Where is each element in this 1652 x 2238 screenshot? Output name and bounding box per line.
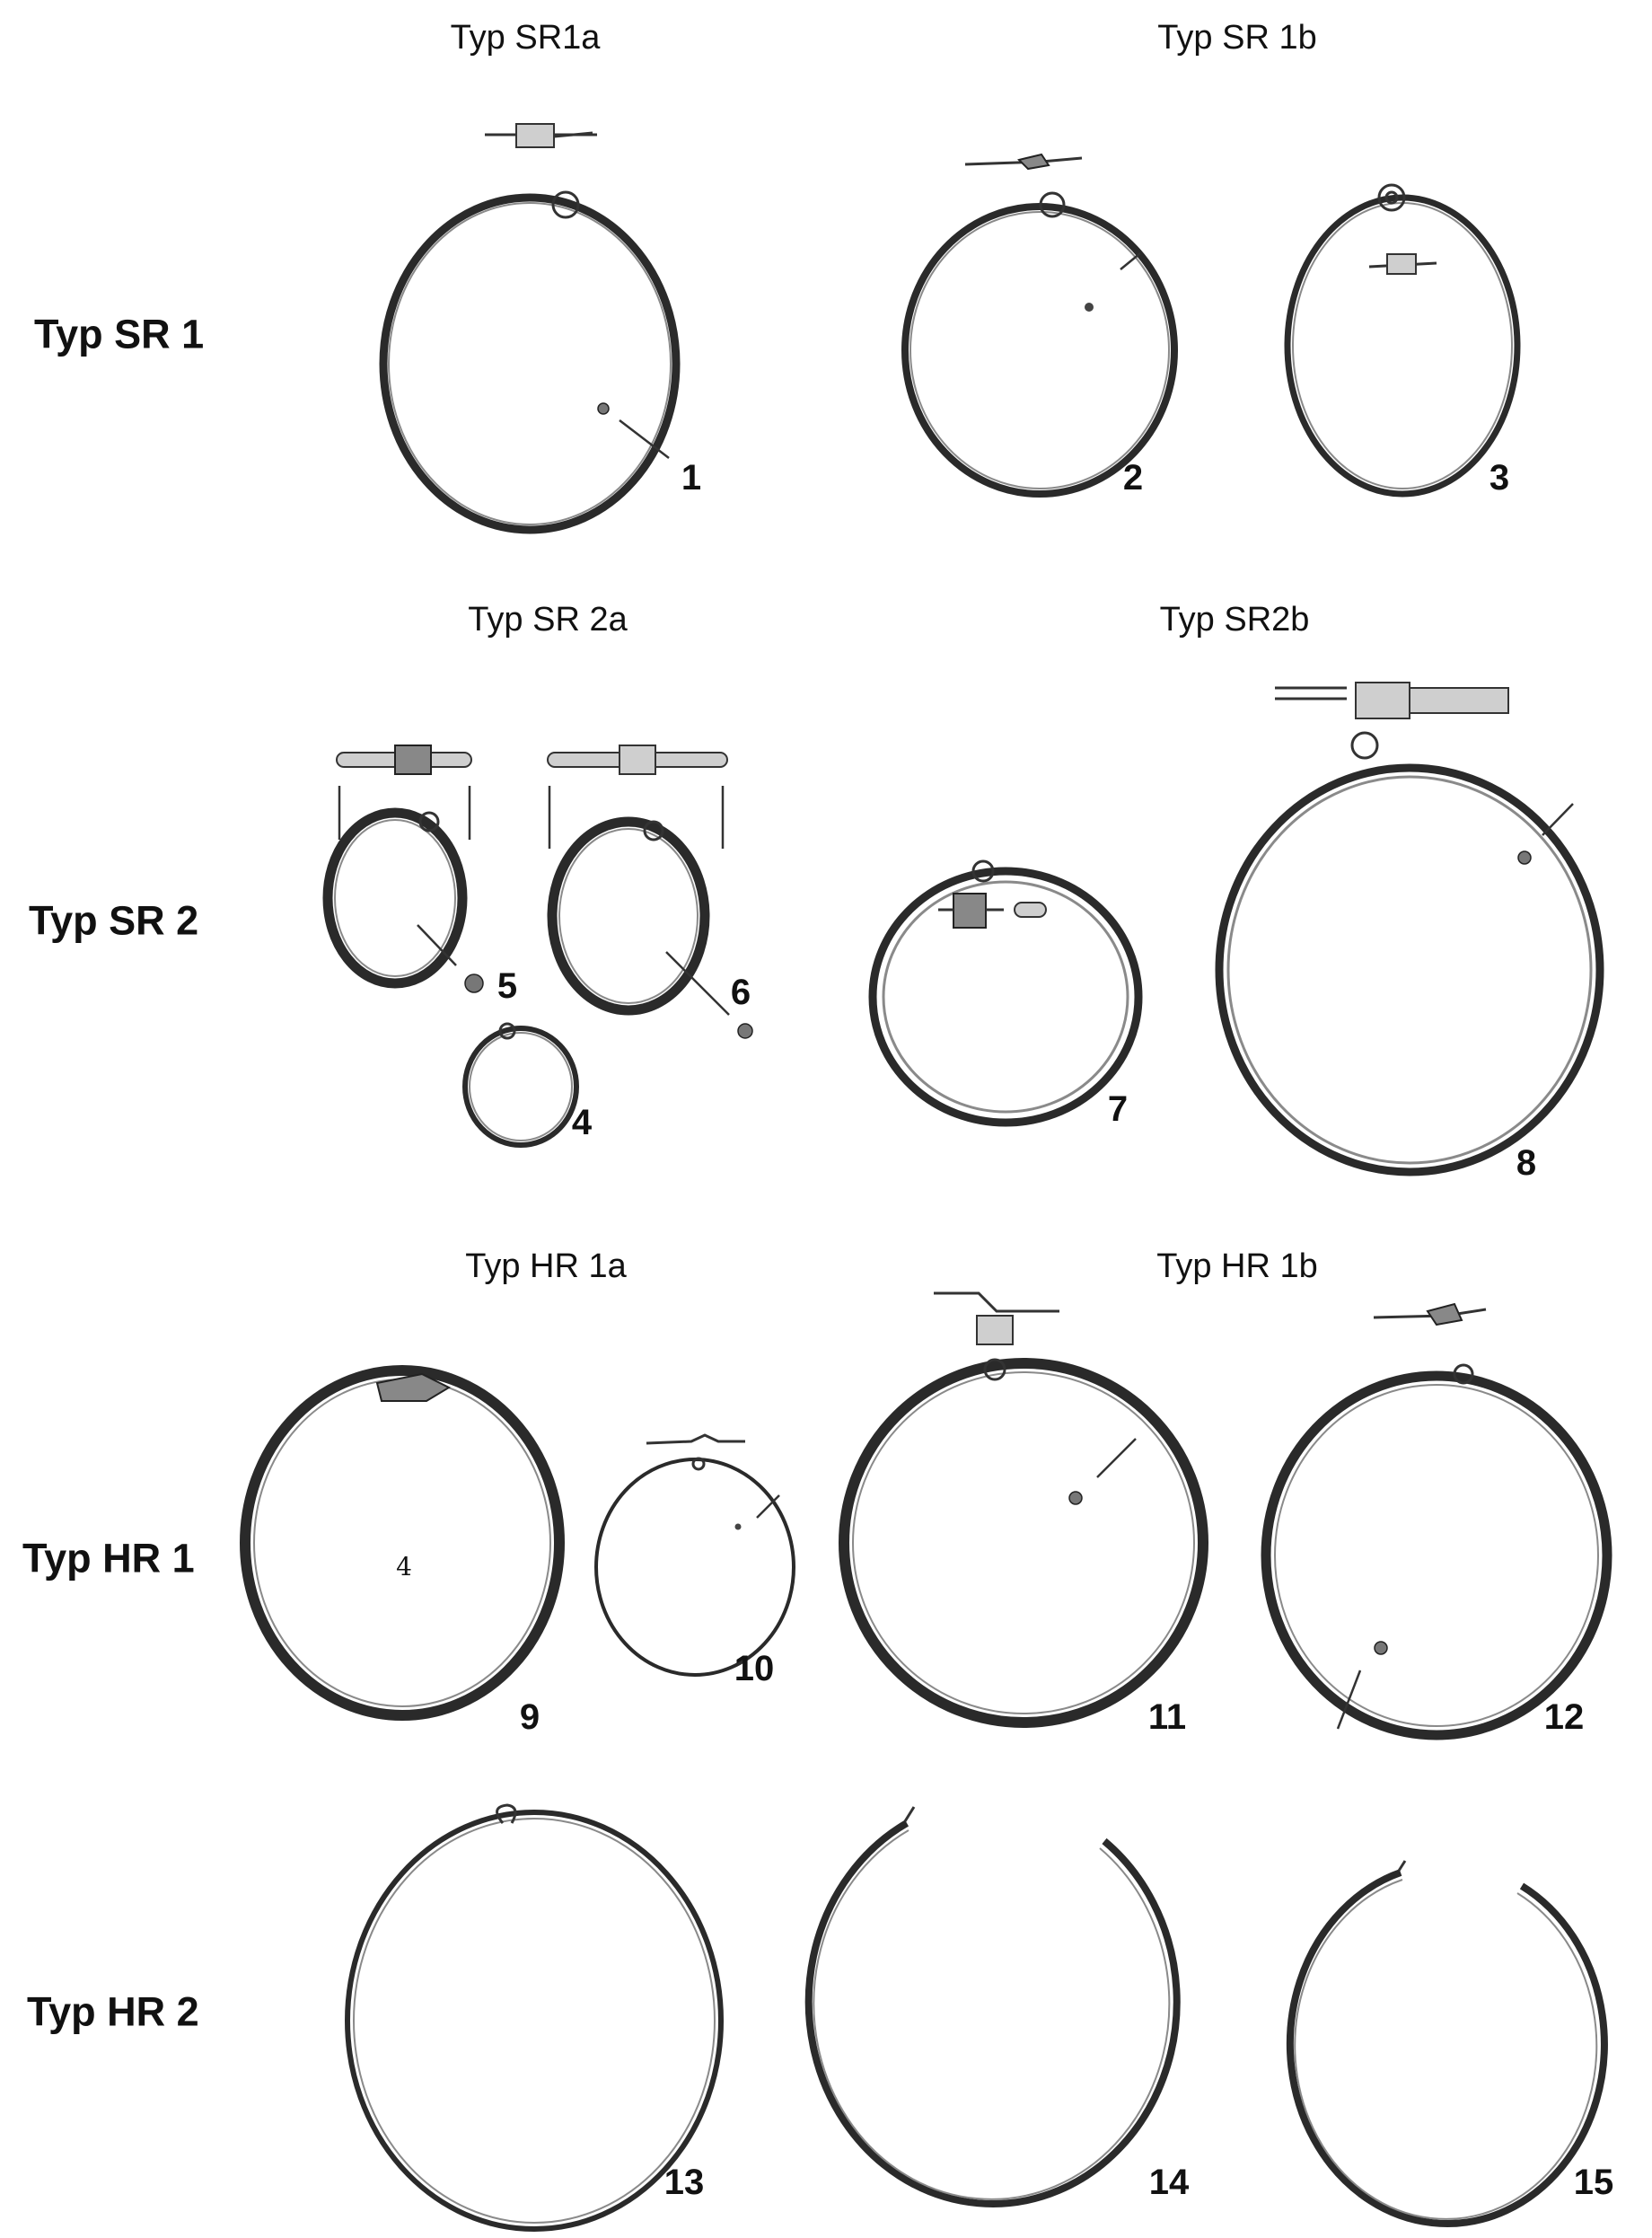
ring-12 [1261,1302,1612,1740]
ring-14 [804,1806,1181,2207]
ring-11-clasp-detail [976,1315,1014,1345]
item-number-11: 11 [1147,1697,1187,1737]
ring-2 [901,153,1178,498]
ring-4 [462,1022,579,1148]
item-number-9: 9 [519,1697,540,1737]
row-label-hr2: Typ HR 2 [27,1988,199,2035]
ring-1 [379,123,681,534]
subtype-sr2b: Typ SR2b [1159,601,1310,639]
ring-1-clasp-detail [515,123,555,148]
item-number-12: 12 [1543,1697,1585,1737]
ring-2-section [1085,303,1094,312]
ring-12-clasp-detail [1426,1302,1463,1326]
item-number-1: 1 [681,458,702,498]
ring-6-section [737,1023,753,1039]
ring-3-clasp-detail [1386,253,1417,275]
item-number-6: 6 [730,973,751,1012]
ring-8 [1215,682,1604,1176]
ring-9-inner-mark: 4 [396,1552,412,1582]
subtype-sr1b: Typ SR 1b [1157,19,1317,57]
ring-5-section [464,974,484,993]
subtype-hr1a: Typ HR 1a [465,1247,627,1285]
ring-10-section [734,1523,742,1530]
item-number-3: 3 [1489,458,1510,498]
ring-8-clasp-detail [1355,682,1410,719]
ring-8-section [1517,850,1532,865]
ring-12-section [1374,1641,1388,1655]
item-number-8: 8 [1516,1143,1537,1183]
subtype-sr2a: Typ SR 2a [468,601,628,639]
item-number-10: 10 [734,1649,775,1688]
ring-9-clasp [375,1372,452,1402]
ring-6 [547,745,753,1039]
item-number-14: 14 [1148,2163,1190,2202]
ring-9 [240,1365,565,1721]
subtype-sr1a: Typ SR1a [450,19,601,57]
item-number-13: 13 [663,2163,705,2202]
ring-1-section [597,402,610,415]
ring-10 [594,1433,795,1677]
ring-2-clasp-detail [1017,153,1050,171]
ring-11 [839,1291,1208,1728]
ring-3 [1284,183,1521,498]
ring-13 [345,1803,724,2232]
item-number-15: 15 [1573,2163,1614,2202]
item-number-5: 5 [496,966,518,1006]
item-number-2: 2 [1122,458,1144,498]
row-label-sr1: Typ SR 1 [34,311,205,357]
item-number-4: 4 [571,1103,593,1142]
ring-15 [1286,1860,1608,2227]
ring-11-section [1068,1491,1083,1505]
ring-6-clasp [619,745,656,775]
ring-5-clasp [394,745,432,775]
ring-7 [868,859,1143,1127]
ring-7-clasp-detail [953,893,987,929]
row-label-hr1: Typ HR 1 [22,1535,195,1582]
subtype-hr1b: Typ HR 1b [1156,1247,1318,1285]
row-label-sr2: Typ SR 2 [29,897,199,944]
item-number-7: 7 [1107,1089,1129,1129]
ring-5 [322,745,484,993]
